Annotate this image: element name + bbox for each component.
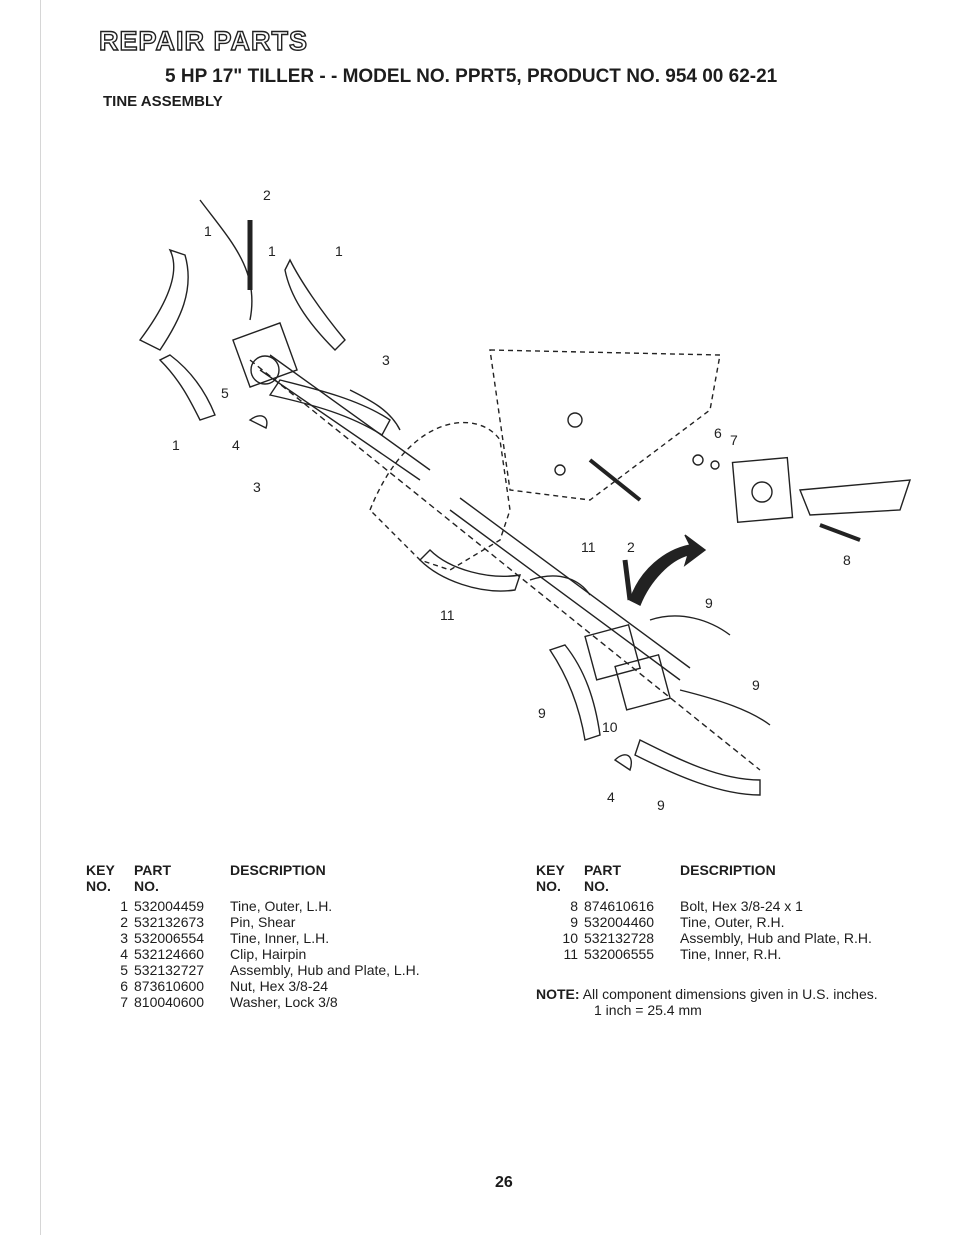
header-part-no: NO. — [134, 878, 159, 894]
dimension-note: NOTE: All component dimensions given in … — [536, 986, 878, 1018]
tine-outer-rh-3 — [634, 739, 761, 796]
bolt-hex — [819, 523, 861, 542]
callout: 9 — [538, 705, 546, 721]
header-key: KEY — [536, 862, 565, 878]
tine-outer-rh-far — [799, 479, 912, 516]
callout: 1 — [268, 243, 276, 259]
callout: 7 — [730, 432, 738, 448]
callout: 4 — [232, 437, 240, 453]
hairpin-clip-lh — [248, 415, 268, 429]
housing-upper — [489, 349, 721, 501]
tine-outer-lh-upper — [138, 248, 189, 351]
callout: 9 — [657, 797, 665, 813]
hairpin-clip-rh — [613, 754, 632, 772]
tine-inner-lh-lower — [268, 379, 391, 436]
header-description: DESCRIPTION — [680, 862, 776, 878]
callout: 6 — [714, 425, 722, 441]
right-shaft — [449, 497, 691, 681]
rotation-arrow — [629, 534, 707, 606]
note-line-1: All component dimensions given in U.S. i… — [582, 986, 878, 1002]
header-key: KEY — [86, 862, 115, 878]
page-title: REPAIR PARTS — [98, 25, 309, 56]
housing-lower — [369, 421, 511, 571]
header-description: DESCRIPTION — [230, 862, 326, 878]
section-heading: TINE ASSEMBLY — [103, 93, 223, 110]
header-key-no: NO. — [536, 878, 561, 894]
lock-washer — [710, 460, 720, 470]
side-plate — [731, 456, 794, 523]
callout: 5 — [221, 385, 229, 401]
callout: 9 — [705, 595, 713, 611]
tine-outer-lh-lower — [158, 354, 216, 421]
tine-inner-rh-2 — [529, 575, 591, 596]
callout: 3 — [253, 479, 261, 495]
product-subtitle: 5 HP 17" TILLER - - MODEL NO. PPRT5, PRO… — [165, 66, 778, 87]
hub-plate-lh — [232, 322, 298, 388]
left-shaft — [259, 354, 431, 481]
note-line-2: 1 inch = 25.4 mm — [594, 1002, 702, 1018]
callout: 10 — [602, 719, 618, 735]
callout: 9 — [752, 677, 760, 693]
note-label: NOTE: — [536, 986, 580, 1002]
callout: 1 — [335, 243, 343, 259]
tine-outer-rh-2 — [649, 615, 731, 636]
callout: 2 — [263, 187, 271, 203]
callout: 8 — [843, 552, 851, 568]
tine-assembly-diagram: 2 1 1 1 3 5 4 1 3 6 7 8 11 2 11 9 9 9 10… — [138, 187, 912, 813]
callout: 11 — [440, 607, 455, 623]
callout: 11 — [581, 539, 596, 555]
header-part-no: NO. — [584, 878, 609, 894]
axle-centerline — [249, 359, 761, 771]
callout: 1 — [204, 223, 212, 239]
callout: 4 — [607, 789, 615, 805]
page-margin-rule — [40, 0, 41, 1235]
shear-pin-rh — [622, 559, 633, 601]
header-part: PART — [584, 862, 622, 878]
callout: 1 — [172, 437, 180, 453]
callout: 3 — [382, 352, 390, 368]
header-part: PART — [134, 862, 172, 878]
hub-plate-rh — [584, 623, 642, 681]
page-number: 26 — [495, 1174, 513, 1191]
tine-inner-rh-1 — [419, 549, 522, 592]
header-key-no: NO. — [86, 878, 111, 894]
tine-inner-lh-curve — [199, 199, 253, 321]
tine-outer-rh-1 — [548, 644, 601, 741]
tine-outer-lh-right — [284, 258, 346, 351]
callout: 2 — [627, 539, 635, 555]
hex-nut — [692, 454, 704, 466]
